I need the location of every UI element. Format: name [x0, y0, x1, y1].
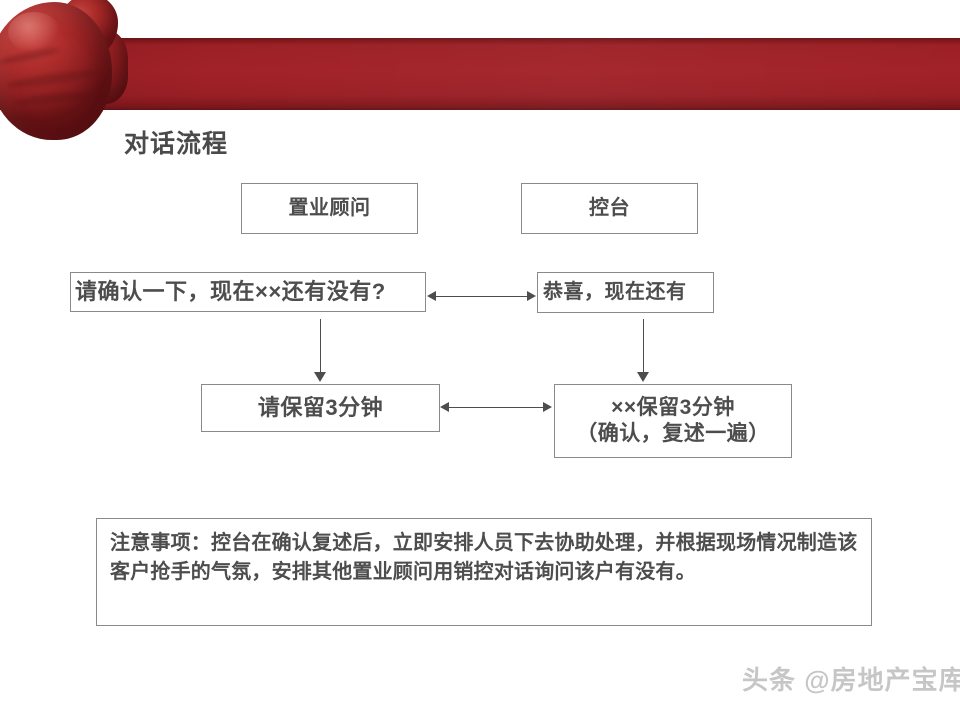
arrowhead-down-icon: [314, 372, 326, 382]
connector-ask-hold: [320, 319, 321, 374]
flow-step-hold: 请保留3分钟: [201, 384, 440, 432]
banner-gradient-overlay: [0, 38, 960, 110]
lane-header-console: 控台: [521, 183, 698, 234]
arrowhead-right-icon: [527, 291, 536, 301]
connector-hold-holdconfirm: [448, 407, 544, 408]
arrowhead-down-icon: [637, 372, 649, 382]
flow-step-congrats: 恭喜，现在还有: [537, 272, 714, 313]
flow-step-hold-confirm-line1: ××保留3分钟: [611, 396, 735, 420]
arrowhead-left-icon: [440, 402, 449, 412]
watermark: 头条 @房地产宝库: [742, 665, 960, 695]
glove-body-shape: [0, 2, 112, 140]
note-box: 注意事项：控台在确认复述后，立即安排人员下去协助处理，并根据现场情况制造该客户抢…: [96, 518, 872, 626]
header-banner: [0, 38, 960, 110]
glove-highlight: [8, 12, 60, 52]
page-title: 对话流程: [124, 130, 229, 158]
lane-header-consultant: 置业顾问: [241, 183, 418, 234]
flow-step-ask: 请确认一下，现在××还有没有?: [70, 272, 426, 312]
connector-ask-congrats: [435, 296, 529, 297]
boxing-glove-icon: [0, 0, 144, 162]
flow-step-hold-confirm-line2: （确认，复述一遍）: [576, 422, 770, 445]
connector-congrats-holdconfirm: [643, 319, 644, 374]
flow-step-hold-confirm: ××保留3分钟 （确认，复述一遍）: [554, 384, 792, 458]
arrowhead-left-icon: [427, 291, 436, 301]
arrowhead-right-icon: [543, 402, 552, 412]
